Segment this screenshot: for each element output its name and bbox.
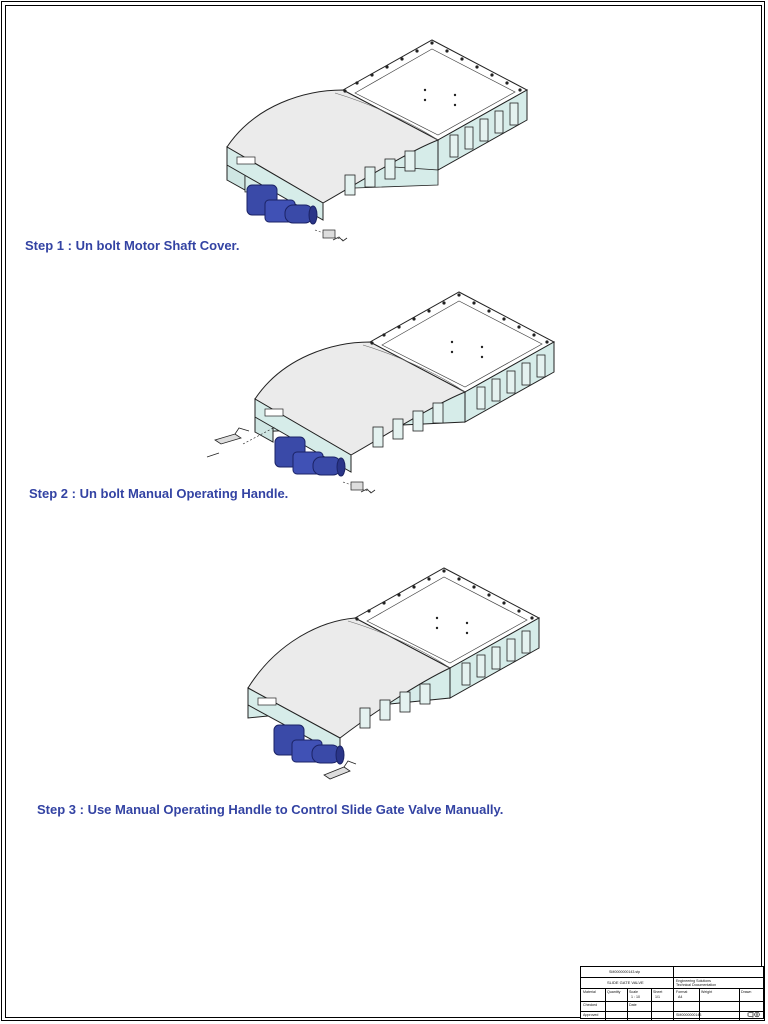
motor-shaft-cover: [342, 481, 376, 494]
step-2-label: Step 2 : Un bolt Manual Operating Handle…: [29, 486, 289, 501]
title-block-row-approved: Approved: [583, 1013, 599, 1017]
manual-operating-handle: [323, 760, 357, 780]
projection-symbol-icon: [747, 1011, 760, 1018]
title-block-row-weight: Weight: [701, 990, 713, 994]
motor-shaft-cover: [314, 229, 348, 242]
slide-gate-valve-step2-figure: [206, 291, 556, 494]
title-block-title: SLIDE GATE VALVE: [607, 980, 644, 985]
title-block-row-sheet: Sheet: [653, 990, 663, 994]
title-block-row-checked: Checked: [583, 1003, 598, 1007]
title-block-drawing-number: SM0000000143: [676, 1013, 702, 1017]
slide-gate-valve-drawing: [226, 39, 529, 221]
title-block-format-value: A4: [678, 995, 683, 999]
title-block-scale-value: 1 : 10: [631, 995, 640, 999]
title-block-company-line1: Engineering Solutions: [676, 979, 711, 983]
gear-motor: [273, 724, 345, 765]
slide-gate-valve-step3-figure: [247, 567, 541, 780]
title-block-file-name: SM0000000143.stp: [609, 970, 641, 974]
title-block-row-date: Date: [629, 1003, 637, 1007]
slide-gate-valve-drawing: [247, 567, 541, 756]
drawing-inner-frame: [5, 5, 762, 1018]
slide-gate-valve-step1-figure: [226, 39, 529, 242]
title-block-row-quantity: Quantity: [607, 990, 621, 994]
title-block-row-material: Material: [583, 990, 596, 994]
manual-operating-handle: [206, 426, 276, 458]
title-block-row-format: Format: [676, 990, 688, 994]
drawing-title-block: SM0000000143.stp SLIDE GATE VALVE Engine…: [580, 966, 765, 1020]
gear-motor: [246, 184, 318, 225]
title-block-row-scale: Scale: [629, 990, 638, 994]
slide-gate-valve-drawing: [254, 291, 556, 473]
step-1-label: Step 1 : Un bolt Motor Shaft Cover.: [25, 238, 240, 253]
title-block-company-line2: Technical Documentation: [676, 983, 717, 987]
gear-motor: [274, 436, 346, 477]
title-block-row-drawn: Drawn: [741, 990, 752, 994]
step-3-label: Step 3 : Use Manual Operating Handle to …: [37, 802, 504, 817]
title-block-sheet-value: 1/1: [655, 995, 660, 999]
